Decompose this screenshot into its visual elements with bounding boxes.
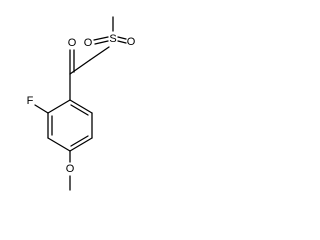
ring-inner-4-5 (70, 135, 89, 147)
ring-bond-6-1 (69, 99, 93, 114)
carbonyl-oxygen-label: O (68, 37, 77, 49)
bond-s-o-left-b (94, 40, 109, 45)
structure-canvas: S O O O F O (0, 0, 147, 210)
bond-ch2-co (69, 59, 91, 75)
sulfonyl-oxygen-left-label: O (84, 37, 93, 49)
bond-s-ch2 (89, 46, 110, 61)
molecule-structure: S O O O F O (27, 16, 136, 191)
ring-inner-6-1 (70, 104, 89, 116)
ring-bond-4-5 (69, 137, 93, 152)
sulfonyl-oxygen-right-label: O (127, 36, 136, 48)
bond-s-o-right-a (117, 36, 127, 40)
bond-c-f (34, 104, 49, 114)
ring-bond-3-4 (47, 137, 71, 152)
bond-s-o-left-a (93, 36, 109, 41)
sulfur-label: S (109, 33, 116, 45)
methoxy-oxygen-label: O (66, 163, 75, 175)
fluorine-label: F (27, 95, 34, 107)
ring-bond-1-2 (47, 99, 71, 114)
bond-s-o-right-b (117, 40, 127, 44)
